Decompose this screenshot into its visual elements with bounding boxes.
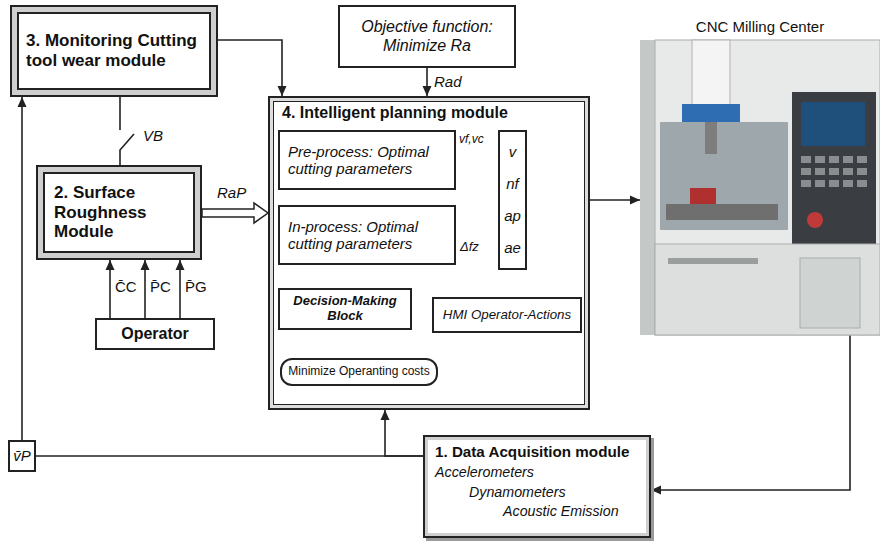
key <box>801 156 811 163</box>
arrow-head <box>106 260 115 270</box>
node-label: v̄P <box>10 447 34 464</box>
node-label: 4. Intelligent planning module <box>282 104 576 122</box>
connector-arrow <box>218 40 287 96</box>
decision-box: Decision-Making Block <box>278 288 412 330</box>
process-box: Pre-process: Optimal cutting parameters <box>278 130 456 190</box>
key <box>857 156 867 163</box>
connector-arrow <box>423 68 432 96</box>
hollow-arrow <box>202 203 268 223</box>
vise <box>690 188 716 204</box>
node-label: CNC Milling Center <box>646 18 874 35</box>
planning-module: 4. Intelligent planning modulePre-proces… <box>268 96 590 410</box>
node-label: ap <box>500 207 525 224</box>
control-panel <box>792 92 876 244</box>
key <box>857 168 867 175</box>
key <box>815 180 825 187</box>
spindle <box>705 122 717 154</box>
node-label: Objective function: Minimize Ra <box>348 18 506 55</box>
node-label: Decision-Making Block <box>286 294 404 324</box>
node-label: 1. Data Acquisition module <box>435 443 639 460</box>
connector-arrow <box>651 335 850 495</box>
key <box>843 168 853 175</box>
node-label: Dynamometers <box>469 484 639 500</box>
connector-arrow <box>202 203 268 223</box>
spindle-head <box>682 104 740 122</box>
objective-box: Objective function: Minimize Ra <box>338 5 516 68</box>
emergency-button <box>807 212 823 228</box>
connector-arrow <box>36 456 423 457</box>
node-label: v <box>500 143 525 160</box>
switch-line <box>120 97 134 165</box>
key <box>829 168 839 175</box>
connector-arrow <box>18 97 27 440</box>
operator-box: Operator <box>95 318 215 350</box>
arrow-head <box>423 86 432 96</box>
connector-arrow <box>120 97 134 165</box>
cost-objective-box: Minimize Operanting costs <box>280 358 438 386</box>
machine-base <box>655 244 880 335</box>
hmi-box: HMI Operator-Actions <box>432 297 582 333</box>
edge-label: C̄C <box>114 278 138 295</box>
connector-line <box>651 335 850 490</box>
spindle-column <box>692 40 730 110</box>
machine-photo-frame: CNC Milling Center <box>640 8 880 335</box>
arrow-head <box>381 410 390 420</box>
key <box>829 156 839 163</box>
edge-label: RaP <box>216 184 247 201</box>
node-label: 3. Monitoring Cutting tool wear module <box>26 31 202 70</box>
module-box: 3. Monitoring Cutting tool wear module <box>10 5 218 97</box>
machine-enclosure <box>655 40 880 335</box>
node-label: nf <box>500 175 525 192</box>
connector-arrow <box>381 410 424 456</box>
arrow-head <box>630 196 640 205</box>
node-label: Acoustic Emission <box>503 503 639 519</box>
photo-background <box>640 40 880 335</box>
edge-label: Rad <box>433 73 463 90</box>
key <box>843 156 853 163</box>
key <box>829 180 839 187</box>
edge-label: P̄G <box>184 278 208 295</box>
door-handle <box>668 258 758 264</box>
arrow-head <box>141 260 150 270</box>
node-label: Pre-process: Optimal cutting parameters <box>288 143 446 178</box>
cabinet-door <box>800 258 860 328</box>
key <box>801 168 811 175</box>
key <box>857 180 867 187</box>
arrow-head <box>651 486 661 495</box>
connector-line <box>36 455 423 457</box>
connector-line <box>21 97 23 440</box>
edge-label: Δfz <box>459 240 480 255</box>
key <box>815 156 825 163</box>
connector-line <box>218 40 282 96</box>
node-label: In-process: Optimal cutting parameters <box>288 218 446 253</box>
machine-table <box>666 204 778 220</box>
module-box: 2. Surface Roughness Module <box>36 165 202 260</box>
edge-label: vf,vc <box>458 133 485 147</box>
edge-label: VB <box>142 127 164 144</box>
node-label: HMI Operator-Actions <box>440 307 574 322</box>
module-box: 1. Data Acquisition moduleAccelerometers… <box>423 435 651 538</box>
arrow-head <box>176 260 185 270</box>
arrow-head <box>18 97 27 107</box>
edge-label: P̄C <box>149 278 172 295</box>
arrow-head <box>278 86 287 96</box>
node-label: ae <box>500 239 525 256</box>
key <box>843 180 853 187</box>
work-area <box>660 122 788 230</box>
node-label: Operator <box>103 325 207 343</box>
key <box>815 168 825 175</box>
parameter-box: v nf ap ae <box>498 130 527 270</box>
key <box>801 180 811 187</box>
control-screen <box>801 102 865 146</box>
signal-box: v̄P <box>8 440 36 472</box>
node-label: Accelerometers <box>435 464 639 480</box>
node-label: 2. Surface Roughness Module <box>54 183 184 242</box>
connector-line <box>385 410 423 456</box>
process-box: In-process: Optimal cutting parameters <box>278 205 456 265</box>
node-label: Minimize Operanting costs <box>288 365 430 379</box>
control-keys <box>801 156 867 187</box>
